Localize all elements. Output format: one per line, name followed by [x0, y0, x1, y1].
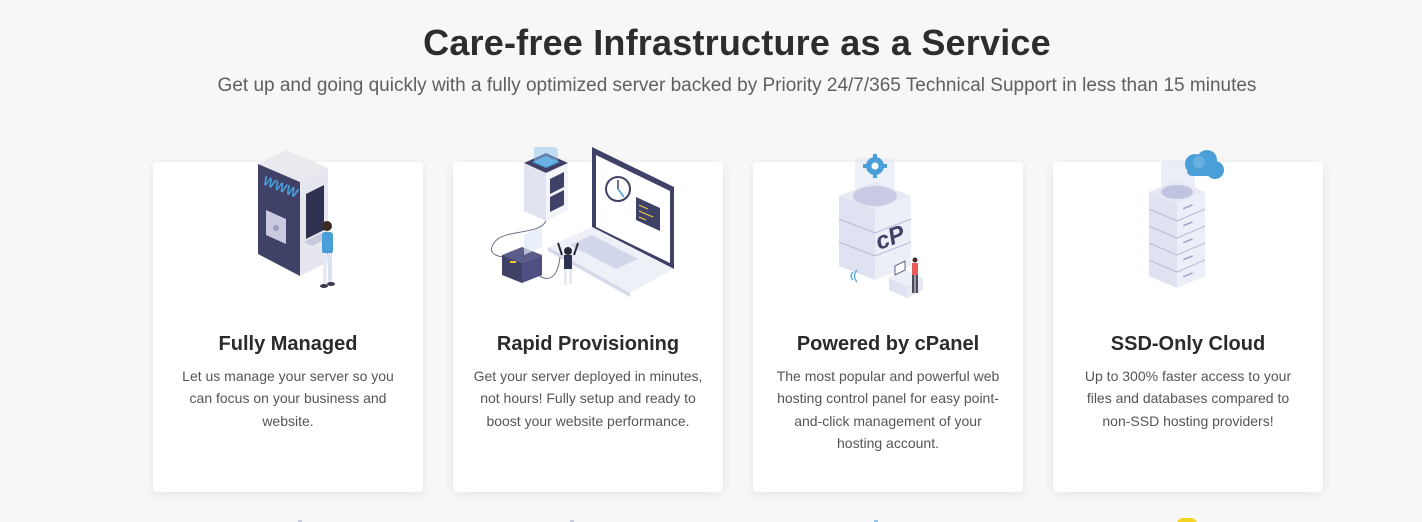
card-title: SSD-Only Cloud: [1110, 333, 1266, 355]
card-title: Powered by cPanel: [796, 333, 980, 355]
feature-card-powered-by-cpanel: cP Powered by cPanel The most popular an: [753, 154, 1023, 492]
section-subheading: Get up and going quickly with a fully op…: [217, 75, 1257, 96]
feature-card-fully-managed: WWW Fully Managed Let us manage your ser…: [153, 150, 423, 492]
card-description: The most popular and powerful web hostin…: [776, 368, 1000, 451]
partial-icon: [298, 520, 302, 522]
laptop-provisioning-illustration: [453, 147, 723, 302]
section-heading: Care-free Infrastructure as a Service: [423, 22, 1051, 63]
feature-card-ssd-only-cloud: SSD-Only Cloud Up to 300% faster access …: [1053, 150, 1323, 492]
partial-icon: [570, 520, 574, 522]
feature-cards: WWW Fully Managed Let us manage your ser…: [153, 147, 1323, 492]
card-title: Rapid Provisioning: [496, 333, 680, 355]
partial-icon: [874, 520, 878, 522]
card-title: Fully Managed: [218, 333, 358, 355]
partial-yellow-icon: [1177, 518, 1197, 522]
card-description: Get your server deployed in minutes, not…: [473, 368, 703, 429]
server-www-illustration: WWW: [153, 150, 423, 300]
card-description: Let us manage your server so you can foc…: [182, 368, 394, 429]
card-description: Up to 300% faster access to your files a…: [1084, 368, 1292, 429]
cpanel-server-illustration: cP: [753, 154, 1023, 300]
feature-card-rapid-provisioning: Rapid Provisioning Get your server deplo…: [453, 147, 723, 492]
ssd-cloud-illustration: [1053, 148, 1323, 300]
next-section-peek: [0, 516, 1422, 522]
